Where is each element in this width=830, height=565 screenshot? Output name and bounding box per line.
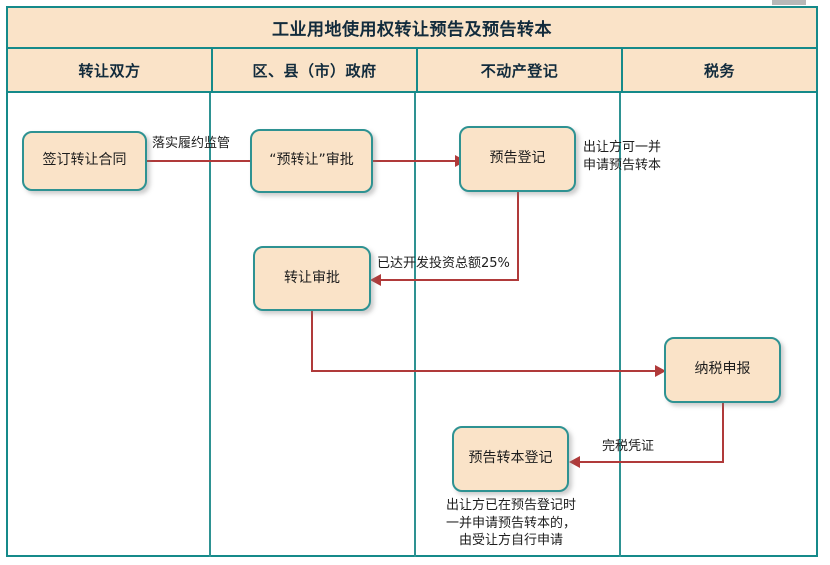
node-label: 转让审批 xyxy=(284,269,340,286)
node-transfer-approval[interactable]: 转让审批 xyxy=(253,246,371,311)
scan-artifact xyxy=(772,0,806,5)
node-advance-registration[interactable]: 预告登记 xyxy=(459,126,576,192)
lane-header-label: 税务 xyxy=(703,61,735,80)
lane-divider-2 xyxy=(414,93,416,557)
connector-transfer-approval-to-tax-hline xyxy=(311,370,660,372)
lane-header-district-government: 区、县（市）政府 xyxy=(211,49,416,91)
connector-transfer-approval-to-tax-vline xyxy=(311,311,313,371)
node-tax-declaration[interactable]: 纳税申报 xyxy=(664,337,781,403)
annotation-line: 出让方可一并 xyxy=(583,140,662,155)
diagram-title-bar: 工业用地使用权转让预告及预告转本 xyxy=(8,8,816,49)
lane-divider-1 xyxy=(209,93,211,557)
edge-label-tax-to-conversion: 完税凭证 xyxy=(602,439,655,454)
connector-registration-to-transfer-approval-hline xyxy=(378,279,519,281)
node-label: 预告登记 xyxy=(489,150,546,167)
node-advance-conversion-registration[interactable]: 预告转本登记 xyxy=(452,426,569,492)
connector-contract-to-approval-line xyxy=(147,160,257,162)
connector-approval-to-registration-line xyxy=(372,160,460,162)
lane-header-label: 不动产登记 xyxy=(480,61,559,80)
connector-tax-to-conversion-vline xyxy=(722,403,724,463)
node-sign-contract[interactable]: 签订转让合同 xyxy=(22,131,147,191)
connector-registration-to-transfer-approval-arrowhead xyxy=(370,274,381,286)
connector-tax-to-conversion-hline xyxy=(578,461,724,463)
lane-header-real-estate-registration: 不动产登记 xyxy=(416,49,621,91)
annotation-conversion-registration: 出让方已在预告登记时 一并申请预告转本的， 由受让方自行申请 xyxy=(427,497,595,550)
lane-header-label: 区、县（市）政府 xyxy=(252,61,377,80)
connector-transfer-approval-to-tax-arrowhead xyxy=(655,365,666,377)
lane-header-label: 转让双方 xyxy=(78,61,141,80)
edge-label-contract-to-approval: 落实履约监管 xyxy=(152,136,231,151)
annotation-line: 申请预告转本 xyxy=(583,157,662,173)
page-title: 工业用地使用权转让预告及预告转本 xyxy=(272,20,552,40)
node-label: 签订转让合同 xyxy=(42,152,127,169)
node-pre-transfer-approval[interactable]: “预转让”审批 xyxy=(250,129,373,193)
annotation-line: 一并申请预告转本的， xyxy=(445,515,576,531)
connector-tax-to-conversion-arrowhead xyxy=(569,456,580,468)
edge-label-registration-to-transfer-approval: 已达开发投资总额25% xyxy=(377,256,510,271)
annotation-line: 出让方已在预告登记时 xyxy=(445,498,576,513)
node-label: 预告转本登记 xyxy=(468,450,553,467)
diagram-frame xyxy=(6,6,818,557)
connector-registration-to-transfer-approval-vline xyxy=(517,192,519,280)
node-label: 纳税申报 xyxy=(694,361,751,378)
node-label: “预转让”审批 xyxy=(269,152,354,169)
lane-divider-3 xyxy=(619,93,621,557)
annotation-line: 由受让方自行申请 xyxy=(458,533,563,549)
annotation-advance-registration: 出让方可一并 申请预告转本 xyxy=(583,139,661,174)
lane-header-transfer-parties: 转让双方 xyxy=(8,49,211,91)
lane-header-tax: 税务 xyxy=(621,49,816,91)
lane-header-row: 转让双方 区、县（市）政府 不动产登记 税务 xyxy=(8,49,816,93)
